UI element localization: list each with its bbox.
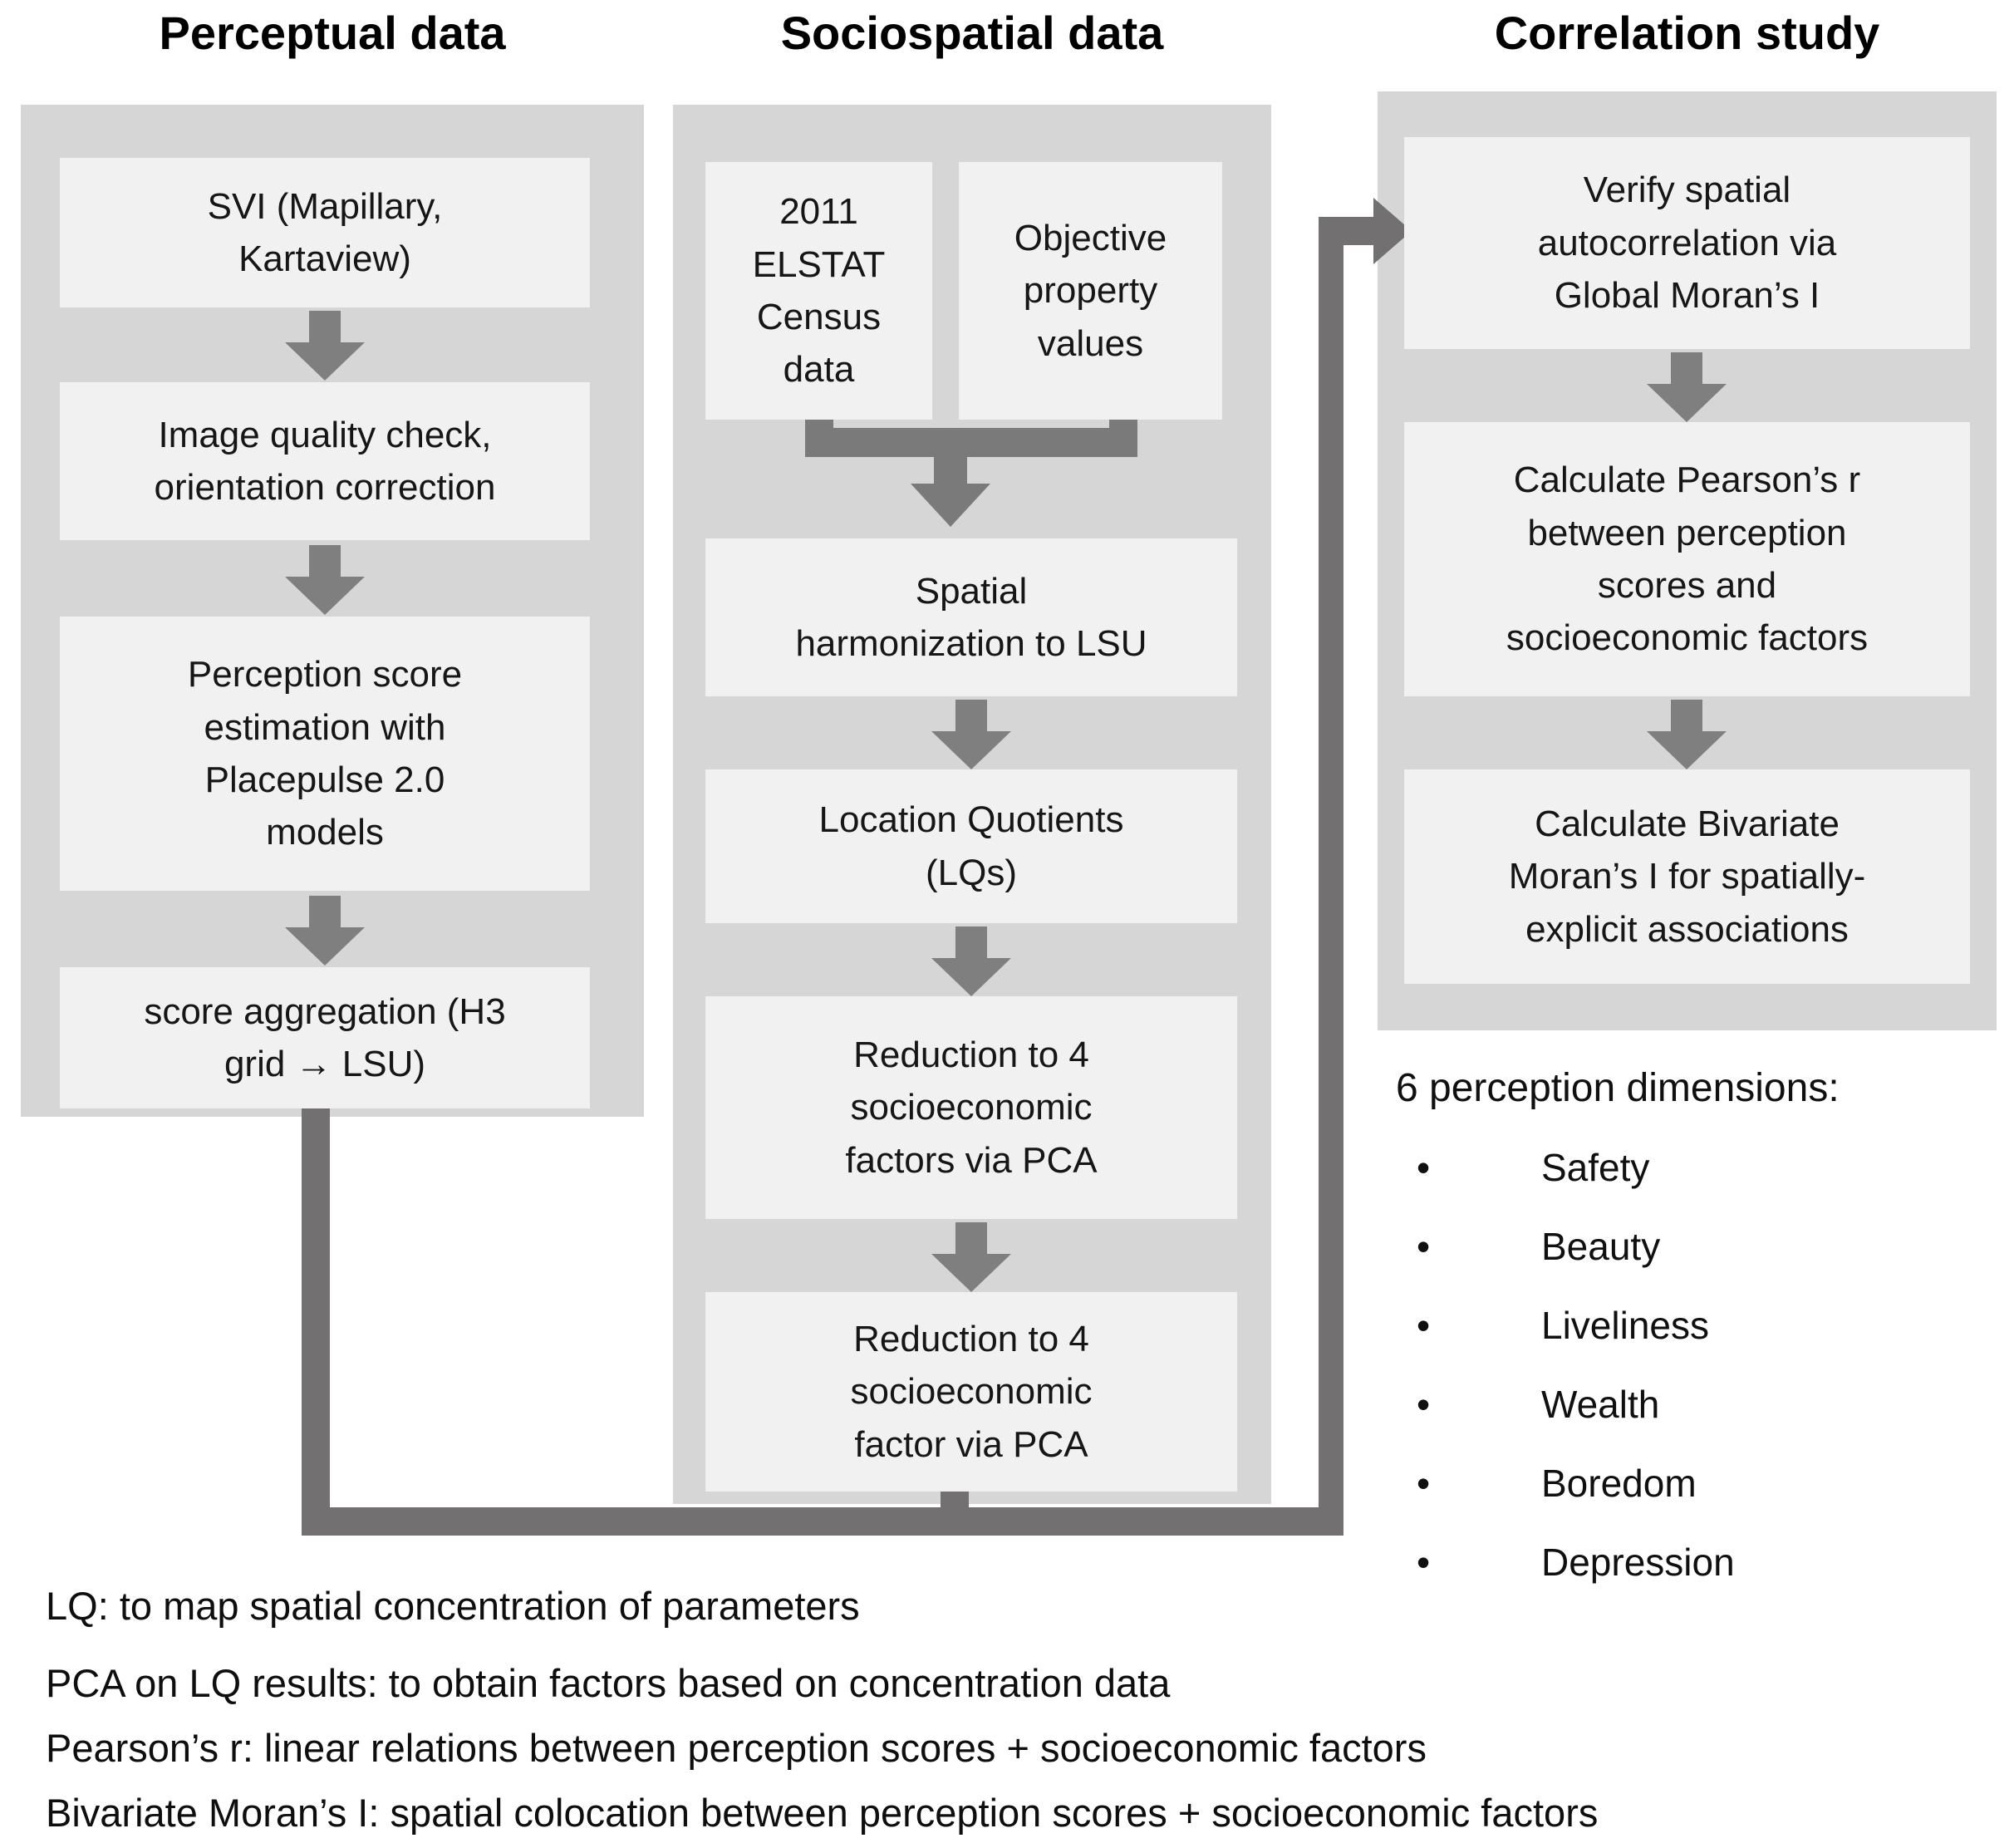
list-item-label: Boredom: [1541, 1462, 1697, 1505]
step-spatial-harmonization: Spatial harmonization to LSU: [705, 538, 1237, 696]
source-census-data: 2011 ELSTAT Census data: [705, 162, 932, 420]
footnote-line: PCA on LQ results: to obtain factors bas…: [46, 1661, 1171, 1705]
right-arrow-stem: [1343, 217, 1375, 245]
flow-connector-right-up: [1319, 217, 1343, 1536]
down-arrow-icon: [931, 700, 1011, 769]
column-title-perceptual: Perceptual data: [159, 7, 506, 59]
bullet-icon: •: [1417, 1541, 1431, 1584]
footnote-line: Bivariate Moran’s I: spatial colocation …: [46, 1791, 1599, 1835]
down-arrow-icon: [1647, 352, 1727, 422]
footnote-line: Pearson’s r: linear relations between pe…: [46, 1726, 1427, 1770]
list-item-label: Safety: [1541, 1146, 1650, 1189]
bullet-icon: •: [1417, 1304, 1431, 1347]
step-image-quality: Image quality check, orientation correct…: [60, 382, 590, 540]
step-verify-autocorrelation: Verify spatial autocorrelation via Globa…: [1404, 137, 1970, 349]
step-location-quotients: Location Quotients (LQs): [705, 769, 1237, 923]
footnote-line: LQ: to map spatial concentration of para…: [46, 1584, 860, 1628]
down-arrow-icon: [285, 545, 365, 615]
step-bivariate-morans: Calculate Bivariate Moran’s I for spatia…: [1404, 769, 1970, 984]
flow-connector-bottom-bar: [302, 1507, 1343, 1536]
list-item-label: Liveliness: [1541, 1304, 1709, 1347]
step-score-aggregation: score aggregation (H3 grid → LSU): [60, 967, 590, 1108]
list-item: • Wealth: [1396, 1382, 1977, 1440]
source-property-values: Objective property values: [959, 162, 1222, 420]
list-item: • Beauty: [1396, 1224, 1977, 1282]
list-item-label: Depression: [1541, 1541, 1735, 1584]
down-arrow-icon: [1647, 700, 1727, 769]
bullet-icon: •: [1417, 1225, 1431, 1268]
list-item: • Boredom: [1396, 1461, 1977, 1519]
list-item: • Liveliness: [1396, 1303, 1977, 1361]
step-pca-reduction-factor: Reduction to 4 socioeconomic factor via …: [705, 1292, 1237, 1492]
step-pearsons-r: Calculate Pearson’s r between perception…: [1404, 422, 1970, 696]
bullet-icon: •: [1417, 1383, 1431, 1426]
list-item-label: Beauty: [1541, 1225, 1661, 1268]
bullet-icon: •: [1417, 1462, 1431, 1505]
step-perception-score: Perception score estimation with Placepu…: [60, 617, 590, 891]
down-arrow-icon: [931, 926, 1011, 996]
perception-dimensions-header: 6 perception dimensions:: [1396, 1066, 1840, 1110]
list-item-label: Wealth: [1541, 1383, 1660, 1426]
list-item: • Depression: [1396, 1540, 1977, 1598]
list-item: • Safety: [1396, 1145, 1977, 1203]
flow-connector-left-down: [302, 1108, 330, 1536]
step-svi: SVI (Mapillary, Kartaview): [60, 158, 590, 307]
column-title-sociospatial: Sociospatial data: [780, 7, 1164, 59]
down-arrow-icon: [911, 484, 990, 527]
column-title-correlation: Correlation study: [1494, 7, 1880, 59]
step-pca-reduction-factors: Reduction to 4 socioeconomic factors via…: [705, 996, 1237, 1219]
down-arrow-icon: [931, 1222, 1011, 1292]
down-arrow-icon: [285, 311, 365, 381]
bullet-icon: •: [1417, 1146, 1431, 1189]
down-arrow-icon: [285, 896, 365, 966]
